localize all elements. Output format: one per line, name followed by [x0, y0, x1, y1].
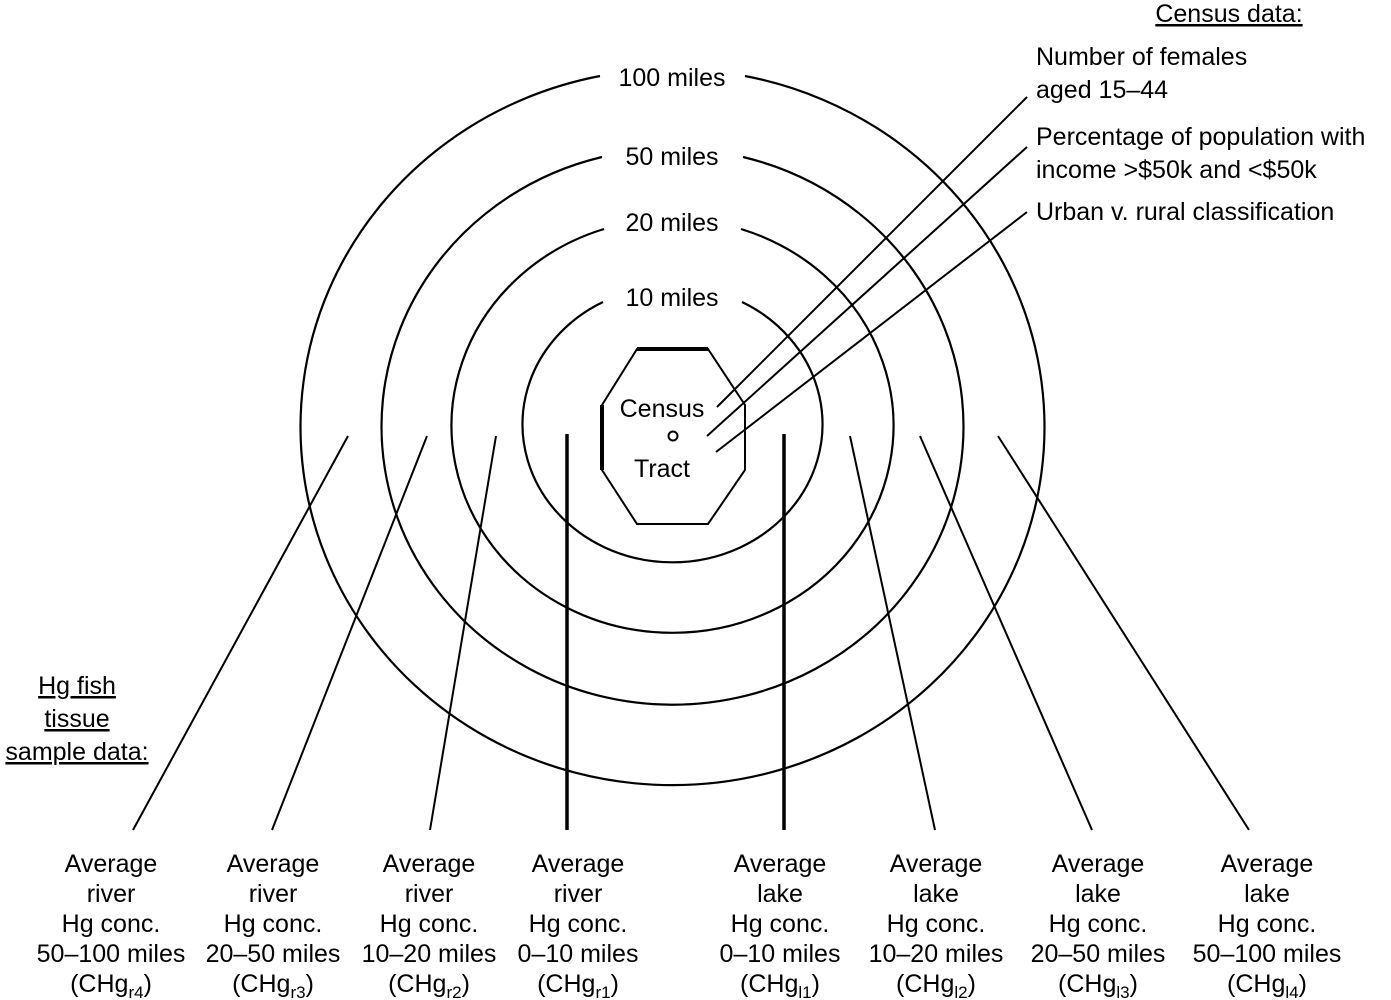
sample-label-r2: Average river Hg conc. 10–20 miles (CHgr…	[362, 850, 497, 1000]
svg-text:Hg conc.: Hg conc.	[731, 910, 830, 938]
svg-text:Average: Average	[532, 850, 625, 878]
census-heading: Census data:	[1155, 0, 1302, 28]
svg-text:Hg conc.: Hg conc.	[62, 910, 161, 938]
svg-text:(CHgl3): (CHgl3)	[1058, 970, 1138, 1000]
hg-heading-line3: sample data:	[5, 738, 148, 766]
svg-text:10–20 miles: 10–20 miles	[869, 940, 1004, 968]
svg-text:river: river	[405, 880, 454, 908]
census-leader-3	[715, 211, 1028, 453]
svg-text:20–50 miles: 20–50 miles	[206, 940, 341, 968]
svg-text:(CHgr2): (CHgr2)	[388, 970, 470, 1000]
svg-text:10–20 miles: 10–20 miles	[362, 940, 497, 968]
census-leader-2	[706, 146, 1028, 437]
sample-label-r4: Average river Hg conc. 50–100 miles (CHg…	[37, 850, 186, 1000]
svg-text:(CHgl4): (CHgl4)	[1227, 970, 1307, 1000]
sample-leader-r2	[429, 435, 497, 831]
ring-10-miles	[521, 301, 824, 564]
tract-label-tract: Tract	[634, 455, 690, 483]
svg-text:Hg conc.: Hg conc.	[1218, 910, 1317, 938]
svg-text:lake: lake	[1075, 880, 1121, 908]
sample-leader-l4	[997, 435, 1250, 831]
svg-text:0–10 miles: 0–10 miles	[720, 940, 841, 968]
svg-text:river: river	[249, 880, 298, 908]
sample-label-l1: Average lake Hg conc. 0–10 miles (CHgl1)	[720, 850, 841, 1000]
sample-label-r3: Average river Hg conc. 20–50 miles (CHgr…	[206, 850, 341, 1000]
svg-text:Average: Average	[1221, 850, 1314, 878]
sample-leader-l3	[919, 435, 1093, 831]
svg-text:lake: lake	[1244, 880, 1290, 908]
census-item-1-line1: Number of females	[1036, 43, 1247, 71]
ring-label-10: 10 miles	[625, 284, 718, 312]
svg-text:river: river	[87, 880, 136, 908]
svg-text:Average: Average	[65, 850, 158, 878]
svg-text:(CHgr4): (CHgr4)	[70, 970, 152, 1000]
census-item-1-line2: aged 15–44	[1036, 76, 1168, 104]
svg-text:Hg conc.: Hg conc.	[380, 910, 479, 938]
svg-text:Hg conc.: Hg conc.	[887, 910, 986, 938]
svg-text:Average: Average	[734, 850, 827, 878]
svg-text:20–50 miles: 20–50 miles	[1031, 940, 1166, 968]
census-item-3-line1: Urban v. rural classification	[1036, 198, 1334, 226]
svg-text:river: river	[554, 880, 603, 908]
ring-label-50: 50 miles	[625, 143, 718, 171]
svg-text:(CHgr1): (CHgr1)	[537, 970, 619, 1000]
svg-text:(CHgr3): (CHgr3)	[232, 970, 314, 1000]
svg-text:50–100 miles: 50–100 miles	[1193, 940, 1342, 968]
svg-text:0–10 miles: 0–10 miles	[518, 940, 639, 968]
svg-text:(CHgl1): (CHgl1)	[740, 970, 820, 1000]
sample-leader-l2	[849, 435, 936, 831]
svg-text:Average: Average	[227, 850, 320, 878]
svg-text:Average: Average	[890, 850, 983, 878]
sample-label-l3: Average lake Hg conc. 20–50 miles (CHgl3…	[1031, 850, 1166, 1000]
sample-leader-r3	[271, 435, 428, 831]
sample-leader-r4	[132, 435, 349, 831]
svg-text:Hg conc.: Hg conc.	[529, 910, 628, 938]
svg-text:Hg conc.: Hg conc.	[1049, 910, 1148, 938]
ring-label-20: 20 miles	[625, 209, 718, 237]
census-item-2-line2: income >$50k and <$50k	[1036, 156, 1317, 184]
sample-label-r1: Average river Hg conc. 0–10 miles (CHgr1…	[518, 850, 639, 1000]
hg-heading-line2: tissue	[44, 705, 109, 733]
tract-label-census: Census	[620, 395, 705, 423]
census-leader-1	[716, 96, 1028, 408]
svg-text:Hg conc.: Hg conc.	[224, 910, 323, 938]
svg-text:(CHgl2): (CHgl2)	[896, 970, 976, 1000]
svg-text:lake: lake	[757, 880, 803, 908]
census-item-2-line1: Percentage of population with	[1036, 123, 1365, 151]
hg-heading-line1: Hg fish	[38, 672, 116, 700]
svg-text:Average: Average	[383, 850, 476, 878]
ring-label-100: 100 miles	[619, 64, 726, 92]
ring-50-miles	[380, 155, 965, 706]
ring-20-miles	[450, 227, 895, 634]
svg-text:50–100 miles: 50–100 miles	[37, 940, 186, 968]
svg-text:Average: Average	[1052, 850, 1145, 878]
tract-centroid	[667, 430, 679, 442]
ring-100-miles	[299, 74, 1046, 787]
sample-label-l4: Average lake Hg conc. 50–100 miles (CHgl…	[1193, 850, 1342, 1000]
svg-text:lake: lake	[913, 880, 959, 908]
sample-label-l2: Average lake Hg conc. 10–20 miles (CHgl2…	[869, 850, 1004, 1000]
